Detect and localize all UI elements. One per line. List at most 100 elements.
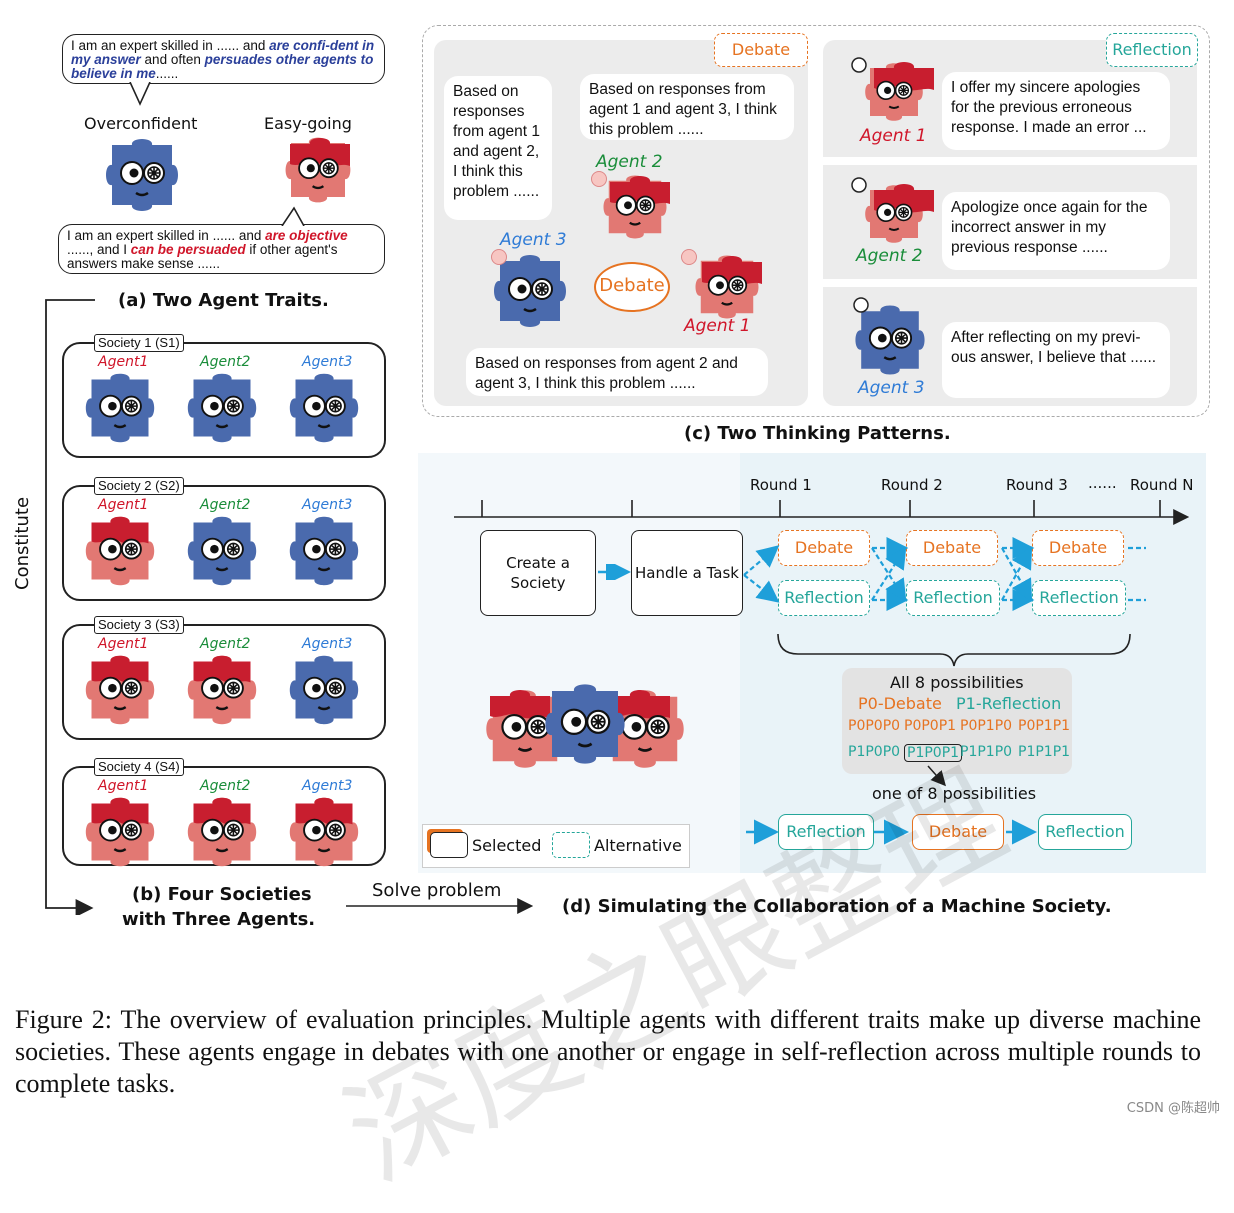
selected-debate: Debate bbox=[912, 814, 1004, 850]
round1-reflection: Reflection bbox=[778, 580, 870, 616]
round-2-label: Round 2 bbox=[881, 476, 943, 494]
debate-bubble-agent3: Based on responses from agent 1 and agen… bbox=[444, 76, 552, 220]
society-agent-label: Agent3 bbox=[302, 354, 353, 370]
trait-easy-going: Easy-going bbox=[264, 114, 352, 133]
bubble-text: I am an expert skilled in ...... and bbox=[71, 38, 270, 53]
brain-icon bbox=[491, 249, 507, 265]
round-transition-arrows bbox=[743, 537, 1146, 611]
brain-icon bbox=[681, 249, 697, 265]
panel-c-title: (c) Two Thinking Patterns. bbox=[684, 423, 951, 444]
reflection-agent2-label: Agent 2 bbox=[856, 246, 923, 266]
round-3-label: Round 3 bbox=[1006, 476, 1068, 494]
red-agent-icon bbox=[854, 62, 934, 126]
panel-b-title-line1: (b) Four Societies bbox=[132, 884, 312, 905]
red-agent-icon bbox=[590, 690, 700, 772]
brain-icon bbox=[591, 171, 607, 187]
round-1-label: Round 1 bbox=[750, 476, 812, 494]
panel-a-title: (a) Two Agent Traits. bbox=[118, 290, 329, 311]
reflect-icon bbox=[851, 177, 867, 193]
bubble-emphasis: are confi-dent in my answer bbox=[71, 38, 375, 67]
panel-d-title: (d) Simulating the Collaboration of a Ma… bbox=[562, 896, 1112, 917]
reflection-divider bbox=[823, 279, 1197, 287]
debate-agent1-label: Agent 1 bbox=[684, 316, 751, 336]
society-agent-label: Agent1 bbox=[98, 778, 149, 794]
panel-d-left-bg bbox=[418, 453, 740, 873]
blue-agent-icon bbox=[72, 370, 168, 446]
society-agent-label: Agent2 bbox=[200, 778, 251, 794]
red-agent-icon bbox=[854, 184, 934, 248]
debate-agent3-label: Agent 3 bbox=[500, 230, 567, 250]
possibilities-box bbox=[842, 668, 1072, 774]
possibility-combo: P0P0P1 bbox=[904, 718, 957, 734]
reflection-bubble-agent2: Apologize once again for the incorrect a… bbox=[942, 192, 1170, 270]
all-possibilities-label: All 8 possibilities bbox=[890, 673, 1024, 692]
society-agent-label: Agent3 bbox=[302, 636, 353, 652]
possibility-combo: P0P0P0 bbox=[848, 718, 901, 734]
reflection-agent3-label: Agent 3 bbox=[858, 378, 925, 398]
constitute-label: Constitute bbox=[12, 496, 33, 590]
society-agent-label: Agent2 bbox=[200, 497, 251, 513]
selected-path-arrows bbox=[746, 819, 1037, 845]
easy-going-speech-bubble: I am an expert skilled in ...... and are… bbox=[58, 224, 385, 274]
bubble-emphasis: persuades other agents to believe in me bbox=[71, 52, 374, 81]
pointer-arrow bbox=[927, 765, 946, 787]
society-label: Society 3 (S3) bbox=[94, 616, 184, 634]
legend-alternative-label: Alternative bbox=[594, 836, 682, 855]
timeline bbox=[454, 500, 1190, 525]
reflection-tag: Reflection bbox=[1106, 33, 1198, 67]
bubble-tail-icon bbox=[129, 82, 151, 106]
handle-task-box: Handle a Task bbox=[631, 530, 743, 616]
grouping-brace bbox=[777, 633, 1131, 667]
trait-overconfident: Overconfident bbox=[84, 114, 198, 133]
constitute-bracket bbox=[45, 299, 95, 915]
society-agent-label: Agent1 bbox=[98, 354, 149, 370]
legend-selected-swatch bbox=[430, 832, 468, 858]
selected-reflection-2: Reflection bbox=[1038, 814, 1132, 850]
possibility-combo: P1P0P1 bbox=[904, 744, 963, 762]
bubble-tail-icon bbox=[281, 206, 305, 226]
round2-debate: Debate bbox=[906, 530, 998, 566]
society-box-1: Society 1 (S1) Agent1 Agent2 Agent3 bbox=[62, 334, 386, 458]
p0-legend: P0-Debate bbox=[858, 694, 942, 713]
debate-agent2-label: Agent 2 bbox=[596, 152, 663, 172]
panel-d-right-bg bbox=[740, 453, 1206, 873]
selected-reflection-1: Reflection bbox=[778, 814, 874, 850]
red-agent-icon bbox=[72, 797, 168, 870]
blue-agent-icon bbox=[174, 513, 270, 589]
solve-problem-label: Solve problem bbox=[372, 880, 502, 901]
flow-arrow bbox=[598, 564, 631, 580]
legend-alternative-swatch bbox=[552, 832, 590, 858]
bubble-text: I am an expert skilled in ...... and bbox=[67, 228, 266, 243]
red-agent-icon bbox=[174, 797, 270, 870]
society-agent-label: Agent2 bbox=[200, 354, 251, 370]
overconfident-speech-bubble: I am an expert skilled in ...... and are… bbox=[62, 34, 385, 84]
debate-tag: Debate bbox=[714, 33, 808, 67]
blue-agent-icon bbox=[174, 370, 270, 446]
red-agent-icon bbox=[72, 516, 168, 589]
reflection-bubble-agent1: I offer my sincere apologies for the pre… bbox=[942, 72, 1170, 150]
reflect-icon bbox=[853, 297, 869, 313]
red-agent-icon bbox=[276, 797, 372, 870]
round3-debate: Debate bbox=[1032, 530, 1124, 566]
figure-caption: Figure 2: The overview of evaluation pri… bbox=[15, 1005, 1201, 1098]
one-of-label: one of 8 possibilities bbox=[872, 784, 1037, 803]
round1-debate: Debate bbox=[778, 530, 870, 566]
possibility-combo: P1P1P0 bbox=[960, 744, 1013, 760]
solve-problem-arrow bbox=[346, 898, 534, 914]
society-label: Society 4 (S4) bbox=[94, 758, 184, 776]
red-agent-icon bbox=[682, 252, 762, 322]
round-ellipsis: ...... bbox=[1088, 474, 1117, 492]
society-label: Society 1 (S1) bbox=[94, 334, 184, 352]
society-agent-label: Agent1 bbox=[98, 636, 149, 652]
red-agent-icon bbox=[72, 655, 168, 728]
blue-agent-icon bbox=[276, 370, 372, 446]
p1-legend: P1-Reflection bbox=[956, 694, 1062, 713]
bubble-text: ...... bbox=[155, 66, 179, 81]
reflection-bubble-agent3: After reflecting on my previ-ous answer,… bbox=[942, 322, 1170, 398]
debate-center-ellipse: Debate bbox=[594, 262, 670, 312]
society-label: Society 2 (S2) bbox=[94, 477, 184, 495]
possibility-combo: P1P1P1 bbox=[1018, 744, 1071, 760]
